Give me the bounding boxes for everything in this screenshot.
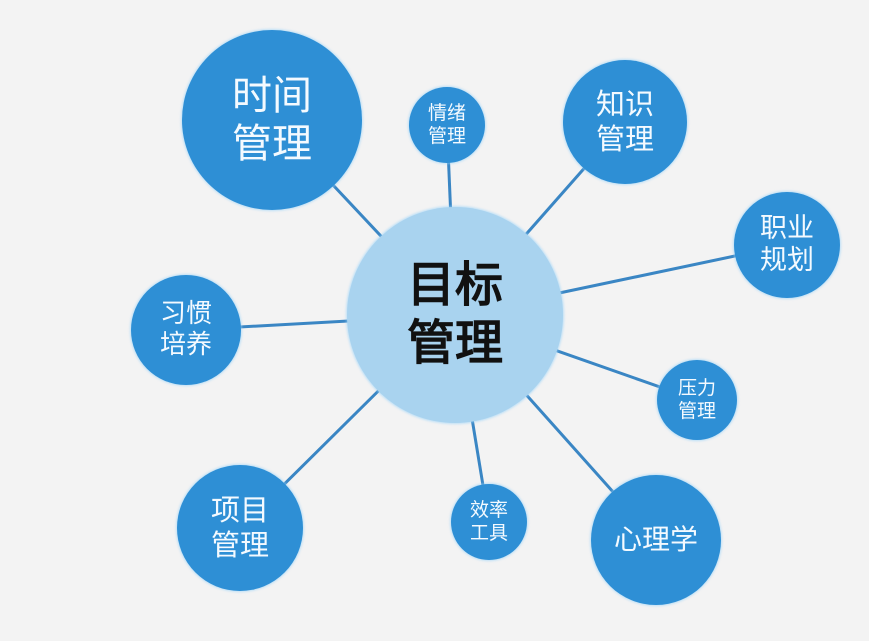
- node-label-line: 管理: [677, 400, 716, 422]
- node-project: 项目管理: [177, 465, 303, 591]
- node-label-line: 规划: [760, 245, 814, 276]
- node-label-line: 工具: [469, 522, 508, 544]
- node-label-line: 时间: [232, 73, 312, 119]
- node-career: 职业规划: [734, 192, 840, 298]
- node-label-line: 压力: [677, 377, 716, 400]
- node-label-line: 培养: [159, 330, 212, 360]
- center-node-goal: 目标管理: [347, 207, 563, 423]
- node-label-line: 管理: [427, 125, 466, 147]
- node-label-line: 管理: [232, 121, 312, 167]
- node-label-line: 职业: [760, 212, 814, 244]
- node-stress: 压力管理: [657, 360, 737, 440]
- node-time: 时间管理: [182, 30, 362, 210]
- node-label-line: 习惯: [159, 298, 212, 329]
- node-label-line: 效率: [469, 499, 508, 522]
- node-label-line: 管理: [595, 122, 654, 156]
- node-psychology: 心理学: [591, 475, 721, 605]
- node-label-line: 知识: [595, 87, 654, 122]
- node-emotion: 情绪管理: [409, 87, 485, 163]
- node-label-line: 项目: [210, 493, 269, 528]
- node-habit: 习惯培养: [131, 275, 241, 385]
- node-efficiency: 效率工具: [451, 484, 527, 560]
- node-label-line: 情绪: [427, 102, 466, 125]
- node-label-line: 管理: [406, 315, 503, 371]
- node-label-line: 心理学: [613, 523, 698, 557]
- node-label-line: 目标: [406, 257, 503, 314]
- node-knowledge: 知识管理: [563, 60, 687, 184]
- node-label-line: 管理: [210, 528, 269, 562]
